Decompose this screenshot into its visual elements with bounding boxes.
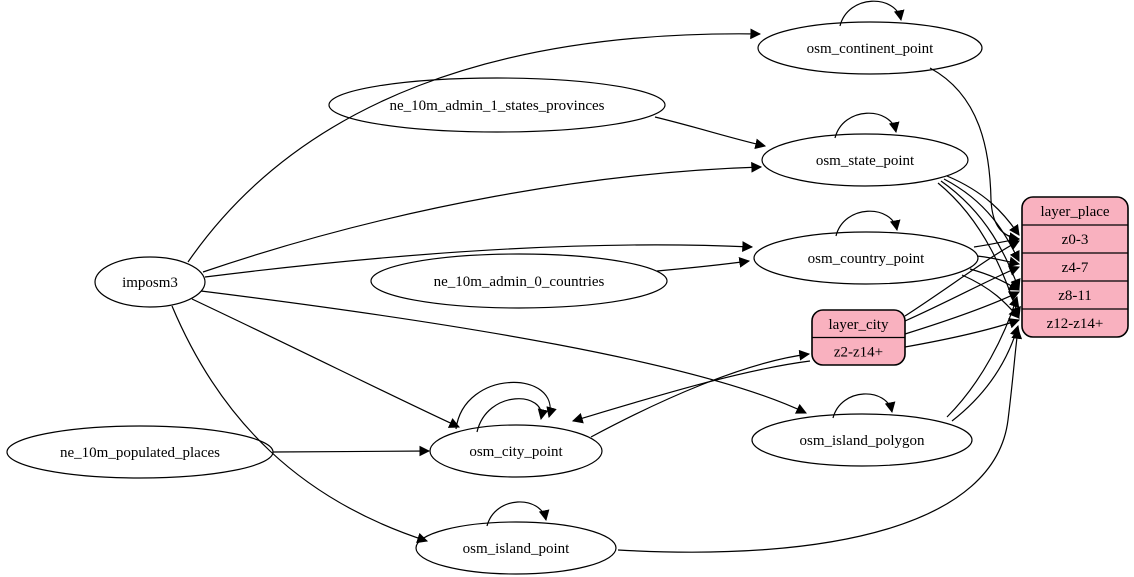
- node-label: osm_island_point: [463, 541, 571, 557]
- imposm3-shape: [94, 256, 206, 308]
- record-row-label-z2-z14+: z2-z14+: [834, 344, 883, 360]
- node-label: osm_state_point: [816, 153, 915, 169]
- node-osm_country_point: osm_country_point: [753, 231, 979, 285]
- record-row-label-z12-z14+: z12-z14+: [1047, 316, 1104, 332]
- osm_continent_point-shape: [757, 21, 983, 75]
- edge-osm_island_point-to-osm_island_point: [486, 501, 550, 527]
- node-ne_10m_admin_1_states_provinces: ne_10m_admin_1_states_provinces: [328, 77, 666, 133]
- edge-osm_state_point-to-osm_state_point: [834, 112, 900, 139]
- edge-osm_state_point-to-layer_place:z0-3: [946, 175, 1020, 236]
- record-row-label-z8-11: z8-11: [1058, 288, 1092, 304]
- osm_island_point-shape: [415, 521, 617, 575]
- edge-osm_country_point-to-layer_place:z8-11: [969, 268, 1020, 291]
- node-label: ne_10m_admin_1_states_provinces: [390, 98, 605, 114]
- ne_10m_admin_0_countries-shape: [370, 253, 668, 309]
- record-row-label-layer_place: layer_place: [1040, 204, 1109, 220]
- node-label: osm_city_point: [469, 444, 563, 460]
- node-layer_city: layer_city z2-z14+: [811, 309, 906, 366]
- node-osm_island_polygon: osm_island_polygon: [751, 413, 973, 467]
- edge-osm_country_point-to-layer_place:z12-z14+: [961, 274, 1020, 319]
- edge-osm_island_point-to-layer_place:z12-z14+: [617, 327, 1023, 553]
- node-label: imposm3: [122, 275, 178, 291]
- record-row-label-z4-7: z4-7: [1062, 260, 1089, 276]
- edge-osm_island_polygon-to-layer_place:z8-11: [946, 295, 1020, 418]
- edge-osm_state_point-to-layer_place:z8-11: [940, 180, 1021, 291]
- node-label: ne_10m_populated_places: [60, 445, 220, 461]
- osm_island_polygon-shape: [751, 413, 973, 467]
- edge-imposm3-to-osm_city_point: [191, 298, 460, 428]
- record-row-label-layer_city: layer_city: [829, 317, 889, 333]
- edge-osm_continent_point-to-layer_place:z0-3: [929, 67, 1021, 243]
- edge-ne_10m_admin_1_states_provinces-to-osm_state_point: [654, 116, 767, 150]
- edge-osm_country_point-to-osm_country_point: [835, 210, 901, 237]
- node-osm_city_point: osm_city_point: [429, 424, 603, 478]
- edges-layer: [171, 0, 1023, 553]
- edge-imposm3-to-osm_country_point: [204, 241, 754, 278]
- layer_place-shape: [1021, 196, 1129, 338]
- node-osm_island_point: osm_island_point: [415, 521, 617, 575]
- edge-ne_10m_admin_0_countries-to-osm_country_point: [656, 256, 751, 272]
- ne_10m_admin_1_states_provinces-shape: [328, 77, 666, 133]
- node-label: osm_island_polygon: [799, 433, 925, 449]
- osm_state_point-shape: [761, 133, 969, 187]
- node-ne_10m_populated_places: ne_10m_populated_places: [6, 425, 274, 479]
- edge-osm_city_point-to-osm_city_point: [455, 381, 557, 430]
- node-ne_10m_admin_0_countries: ne_10m_admin_0_countries: [370, 253, 668, 309]
- osm_country_point-shape: [753, 231, 979, 285]
- edge-layer_city-to-layer_place:z8-11: [904, 291, 1020, 335]
- edge-layer_city-to-layer_place:z4-7: [904, 265, 1020, 322]
- edge-ne_10m_populated_places-to-osm_city_point: [272, 445, 431, 457]
- node-imposm3: imposm3: [94, 256, 206, 308]
- edge-osm_state_point-to-layer_place:z4-7: [943, 178, 1020, 262]
- edge-layer_city:z2-z14+-to-osm_city_point: [571, 360, 811, 424]
- edge-imposm3-to-osm_continent_point: [187, 28, 762, 263]
- node-osm_state_point: osm_state_point: [761, 133, 969, 187]
- node-label: osm_continent_point: [807, 41, 934, 57]
- record-row-label-z0-3: z0-3: [1062, 232, 1089, 248]
- node-osm_continent_point: osm_continent_point: [757, 21, 983, 75]
- edge-osm_city_point-to-layer_city:z2-z14+: [590, 349, 811, 438]
- edge-imposm3-to-osm_island_polygon: [200, 290, 807, 414]
- edge-imposm3-to-osm_island_point: [171, 305, 429, 544]
- edge-osm_city_point-to-osm_city_point: [476, 398, 549, 433]
- nodes-layer: imposm3 ne_10m_populated_places ne_10m_adm…: [6, 21, 1129, 575]
- node-layer_place: layer_place z0-3 z4-7 z8-11 z12-z14+: [1021, 196, 1129, 338]
- edge-osm_continent_point-to-osm_continent_point: [839, 0, 905, 27]
- edge-osm_country_point-to-layer_place:z0-3: [973, 235, 1021, 248]
- edge-osm_country_point-to-layer_place:z4-7: [976, 255, 1021, 268]
- edge-imposm3-to-osm_state_point: [202, 161, 763, 273]
- edge-osm_island_polygon-to-layer_place:z12-z14+: [951, 324, 1021, 422]
- edge-layer_city-to-layer_place:z0-3: [904, 240, 1020, 317]
- edge-layer_city-to-layer_place:z12-z14+: [904, 318, 1021, 348]
- node-label: osm_country_point: [808, 251, 925, 267]
- edge-osm_island_polygon-to-osm_island_polygon: [832, 393, 896, 419]
- node-label: ne_10m_admin_0_countries: [434, 274, 605, 290]
